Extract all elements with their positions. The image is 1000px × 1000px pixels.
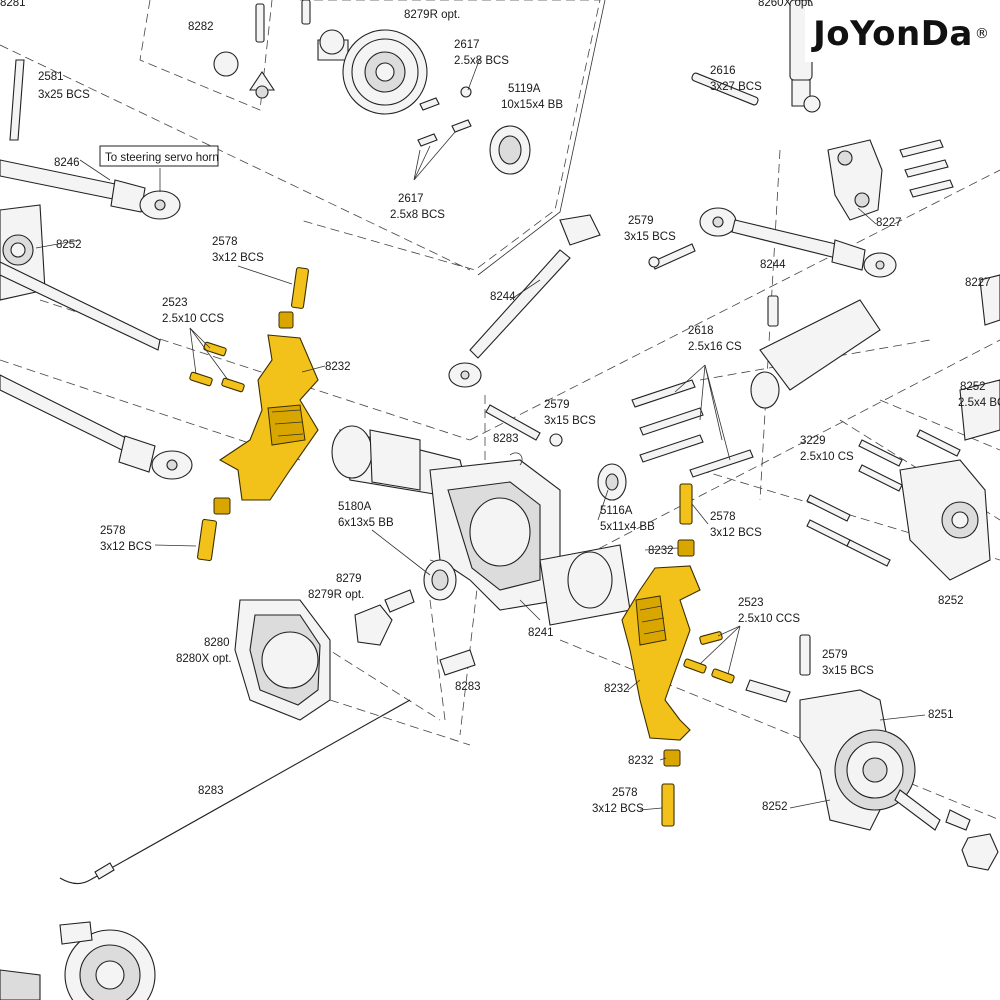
label-8283-bottom: 8283: [198, 785, 224, 797]
label-8244-right: 8244: [760, 259, 786, 271]
label-8241: 8241: [528, 627, 554, 639]
label-2578-low-size: 3x12 BCS: [592, 803, 644, 815]
shock-and-spur-group: [213, 0, 531, 181]
label-2579-low: 2579: [822, 649, 848, 661]
label-8252-bottom: 8252: [762, 801, 788, 813]
brand-logo: JoYonDa®: [805, 6, 997, 62]
label-8281: 8281: [0, 0, 26, 9]
label-8232-mid: 8232: [648, 545, 674, 557]
label-2578-right: 2578: [710, 511, 736, 523]
label-2578-top: 2578: [212, 236, 238, 248]
label-8260x-opt: 8260X opt.: [758, 0, 814, 9]
lower-left-diff-group: [0, 589, 476, 1000]
label-8280: 8280: [204, 637, 230, 649]
label-5180a-size: 6x13x5 BB: [338, 517, 394, 529]
label-servo-note: To steering servo horn: [105, 152, 219, 164]
label-8244-mid: 8244: [490, 291, 516, 303]
label-8280x-opt: 8280X opt.: [176, 653, 232, 665]
label-2581: 2581: [38, 71, 64, 83]
label-8283-low: 8283: [455, 681, 481, 693]
label-8232-right: 8232: [604, 683, 630, 695]
axle-housing-group: [331, 214, 881, 626]
right-knuckle-gold: [621, 483, 741, 827]
label-5119a: 5119A: [508, 83, 541, 95]
label-2578-right-size: 3x12 BCS: [710, 527, 762, 539]
label-2581-size: 3x25 BCS: [38, 89, 90, 101]
label-8252-right-top: 8252: [960, 381, 986, 393]
right-knuckle-gray: [806, 274, 1000, 581]
label-2579-top: 2579: [628, 215, 654, 227]
label-8232-left: 8232: [325, 361, 351, 373]
label-2618-size: 2.5x16 CS: [688, 341, 742, 353]
label-5116a-size: 5x11x4 BB: [600, 521, 655, 533]
registered-mark: ®: [974, 26, 989, 42]
label-2578-left: 2578: [100, 525, 126, 537]
left-steering-link-group: [0, 59, 193, 480]
callout-labels: 8281 8282 8279R opt. 8260X opt. 2581 3x2…: [0, 0, 1000, 815]
label-8252-topleft: 8252: [56, 239, 82, 251]
right-link-group: [648, 0, 954, 278]
label-8279: 8279: [336, 573, 362, 585]
label-8227-top: 8227: [876, 217, 902, 229]
label-5119a-size: 10x15x4 BB: [501, 99, 563, 111]
label-2617-b-size: 2.5x8 BCS: [390, 209, 445, 221]
label-2523-right: 2523: [738, 597, 764, 609]
label-2578-left-size: 3x12 BCS: [100, 541, 152, 553]
label-8232-low: 8232: [628, 755, 654, 767]
label-8282: 8282: [188, 21, 214, 33]
lower-right-hub-group: [745, 634, 999, 871]
left-knuckle-gold: [189, 267, 319, 562]
label-8279r-opt: 8279R opt.: [308, 589, 364, 601]
label-2523-right-size: 2.5x10 CCS: [738, 613, 800, 625]
label-8227-right: 8227: [965, 277, 991, 289]
label-2523-left: 2523: [162, 297, 188, 309]
label-2616-size: 3x27 BCS: [710, 81, 762, 93]
leader-lines: [35, 159, 926, 811]
label-8252-far-right: 8252: [938, 595, 964, 607]
label-8279r-opt-top: 8279R opt.: [404, 9, 460, 21]
servo-note-box: [99, 145, 219, 167]
label-5116a: 5116A: [600, 505, 633, 517]
label-8251: 8251: [928, 709, 954, 721]
label-2578-low: 2578: [612, 787, 638, 799]
label-2618: 2618: [688, 325, 714, 337]
label-2523-left-size: 2.5x10 CCS: [162, 313, 224, 325]
brand-name: JoYonDa: [813, 14, 973, 54]
label-5180a: 5180A: [338, 501, 372, 513]
label-2616: 2616: [710, 65, 736, 77]
label-2579-top-size: 3x15 BCS: [624, 231, 676, 243]
label-2579-low-size: 3x15 BCS: [822, 665, 874, 677]
label-8283-mid: 8283: [493, 433, 519, 445]
label-2617-b: 2617: [398, 193, 424, 205]
label-8246: 8246: [54, 157, 80, 169]
label-3229: 3229: [800, 435, 826, 447]
label-2578-top-size: 3x12 BCS: [212, 252, 264, 264]
label-2617-a: 2617: [454, 39, 480, 51]
label-8252-right-top-size: 2.5x4 BC: [958, 397, 1000, 409]
label-2579-mid: 2579: [544, 399, 570, 411]
label-2617-a-size: 2.5x8 BCS: [454, 55, 509, 67]
label-2579-mid-size: 3x15 BCS: [544, 415, 596, 427]
label-3229-size: 2.5x10 CS: [800, 451, 854, 463]
